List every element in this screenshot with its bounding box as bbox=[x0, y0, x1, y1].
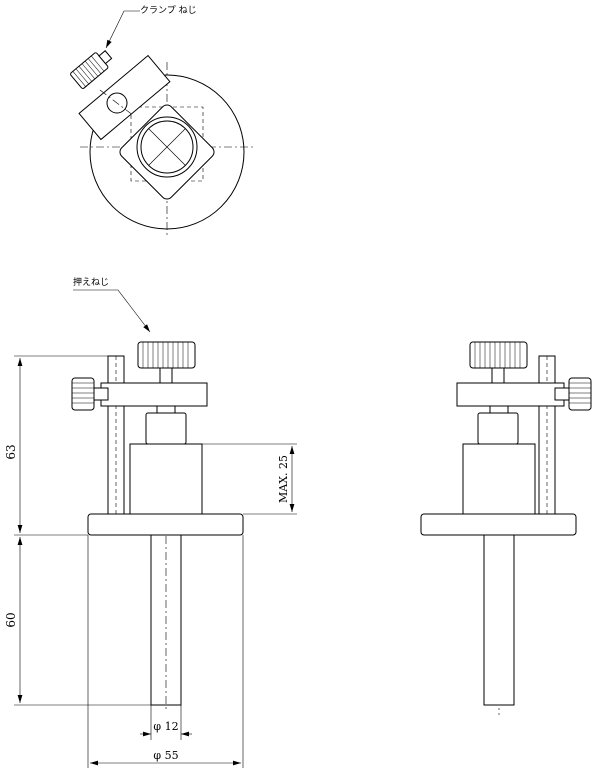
side-cylinder bbox=[462, 443, 536, 515]
top-clamp-knob bbox=[70, 50, 113, 89]
top-center-cross-b bbox=[148, 128, 186, 166]
dim-63-text: 63 bbox=[4, 444, 18, 459]
side-clamp-knob bbox=[554, 377, 592, 411]
top-arm-hole bbox=[106, 92, 128, 114]
top-clamp-arm bbox=[78, 54, 171, 141]
front-cylinder bbox=[129, 443, 203, 515]
side-arm bbox=[456, 382, 565, 407]
dim-height-60: 60 bbox=[4, 537, 151, 706]
dim-60-text: 60 bbox=[4, 612, 18, 627]
dim-height-63: 63 bbox=[4, 355, 108, 536]
press-screw-label: 押えねじ bbox=[73, 276, 109, 288]
side-press-knob bbox=[469, 341, 528, 369]
dim-flange-dia: φ 55 bbox=[87, 535, 244, 768]
side-view bbox=[420, 341, 592, 715]
dim-shaft-dia: φ 12 bbox=[140, 705, 192, 740]
front-neck bbox=[156, 405, 176, 414]
front-press-knob bbox=[137, 341, 196, 369]
front-small-block bbox=[145, 412, 187, 445]
front-side-knob bbox=[71, 377, 109, 411]
side-shaft bbox=[483, 534, 515, 706]
front-screw-stem bbox=[159, 367, 173, 384]
top-view: クランプ ねじ bbox=[70, 5, 255, 235]
top-arm-hole-axis bbox=[99, 89, 135, 117]
side-small-block bbox=[477, 412, 519, 445]
clamp-screw-leader bbox=[105, 10, 140, 49]
side-screw-stem bbox=[491, 367, 505, 384]
dim-shaft-dia-text: φ 12 bbox=[153, 720, 178, 733]
front-flange bbox=[87, 513, 244, 536]
dim-flange-dia-text: φ 55 bbox=[153, 749, 178, 762]
top-center-circle-outer bbox=[136, 116, 198, 178]
clamp-screw-label: クランプ ねじ bbox=[140, 5, 197, 16]
dim-max-25: MAX. 25 bbox=[202, 443, 297, 515]
side-neck bbox=[489, 405, 509, 414]
side-flange bbox=[420, 513, 577, 536]
dim-max-25-text: MAX. 25 bbox=[277, 455, 290, 503]
front-arm bbox=[100, 382, 208, 407]
front-view: 押えねじ 63 60 MAX. 25 φ 12 bbox=[4, 276, 297, 768]
press-screw-leader bbox=[73, 289, 151, 333]
